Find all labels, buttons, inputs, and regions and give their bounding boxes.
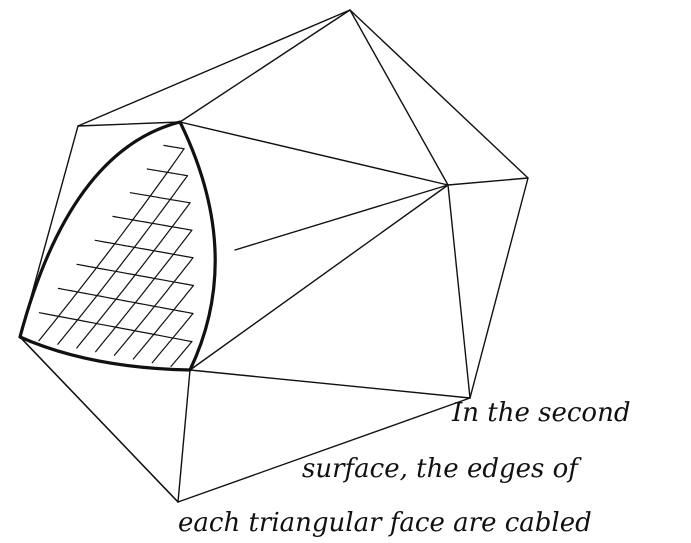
cable-line (95, 240, 193, 257)
edge (235, 185, 448, 250)
cable-line (58, 288, 193, 313)
edge (448, 178, 528, 185)
edge (448, 185, 470, 398)
caption-line-1: In the second (451, 398, 630, 428)
caption-line-2: surface, the edges of (302, 454, 582, 484)
cable-line (114, 258, 193, 356)
edge (350, 10, 448, 185)
caption: In the second surface, the edges of each… (178, 398, 630, 538)
edge (178, 370, 190, 502)
caption-line-3: each triangular face are cabled (178, 508, 592, 538)
polyhedron-wireframe (20, 10, 528, 502)
cable-line (152, 314, 193, 363)
cable-line (171, 342, 192, 367)
cabled-face-outline (20, 122, 215, 370)
edge (180, 122, 448, 185)
cable-line (164, 145, 184, 148)
edge (180, 10, 350, 122)
cable-line (130, 193, 190, 203)
cable-grid (39, 145, 194, 366)
edge (190, 185, 448, 370)
cabled-triangular-face (20, 122, 215, 370)
cable-line (77, 203, 190, 348)
cable-line (39, 149, 184, 341)
outline-edge (20, 10, 528, 502)
edge (190, 370, 470, 398)
